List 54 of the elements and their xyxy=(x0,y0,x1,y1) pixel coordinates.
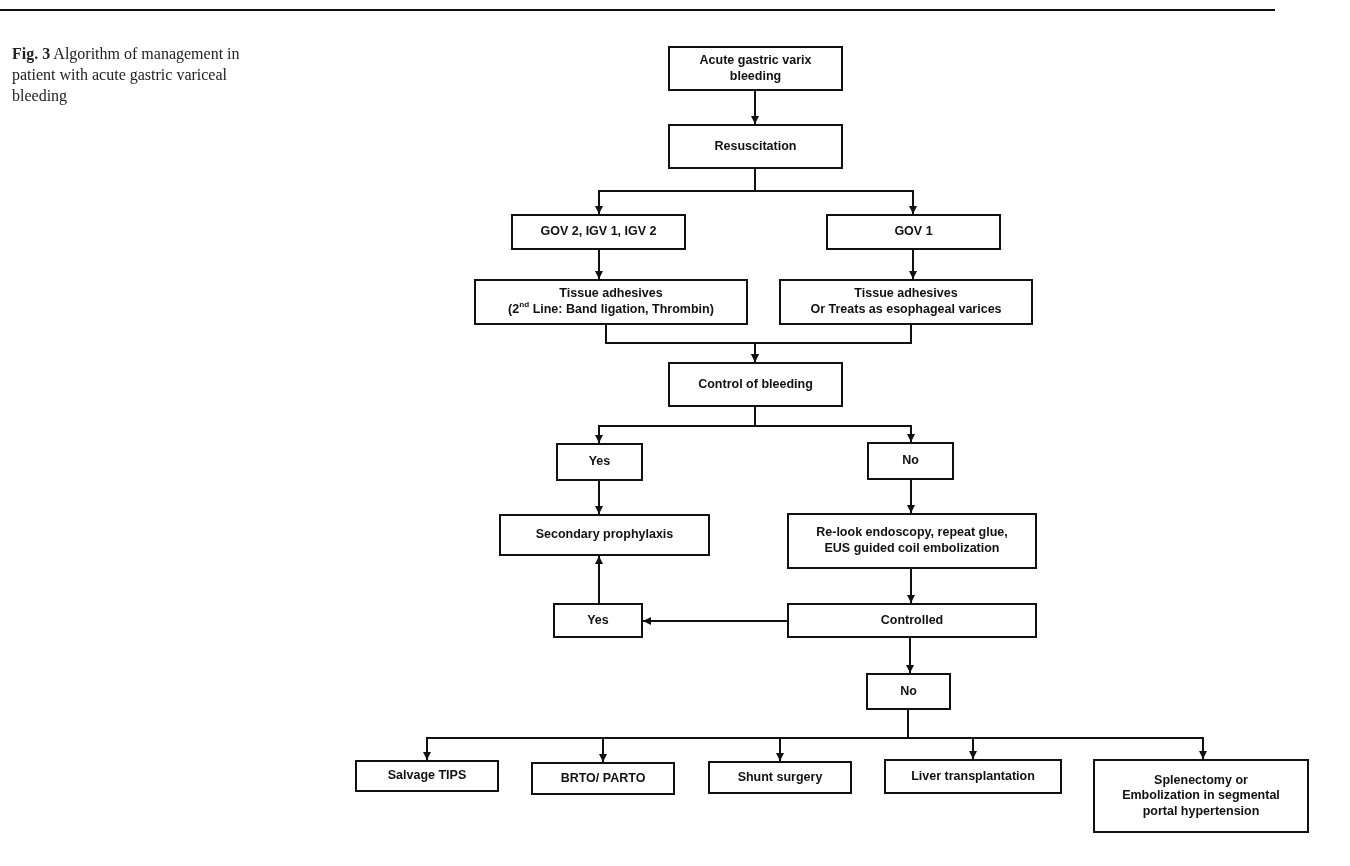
box-label: Controlled xyxy=(880,612,944,629)
process-box xyxy=(556,443,643,481)
box-label: Tissue adhesives xyxy=(559,286,663,302)
process-box xyxy=(884,759,1062,794)
box-label: No xyxy=(902,453,919,469)
process-box xyxy=(553,603,643,638)
box-label: GOV 1 xyxy=(894,224,933,240)
arrow xyxy=(906,637,914,674)
arrow xyxy=(754,406,915,443)
process-box xyxy=(1093,759,1309,833)
process-box xyxy=(668,362,843,407)
arrow xyxy=(595,555,603,604)
box-label: Or Treats as esophageal varices xyxy=(810,302,1002,318)
process-box xyxy=(866,673,951,710)
box-label: Tissue adhesives xyxy=(854,286,958,302)
process-box xyxy=(787,513,1037,569)
box-label: Splenectomy or Embolization in segmental portal hypertension xyxy=(1121,772,1281,820)
box-label: Acute gastric varix bleeding xyxy=(698,52,813,85)
box-label: Re-look endoscopy, repeat glue, EUS guided coil embolization xyxy=(815,525,1009,557)
process-box xyxy=(867,442,954,480)
process-box xyxy=(499,514,710,556)
arrow xyxy=(907,709,1207,760)
process-box xyxy=(779,279,1033,325)
arrow xyxy=(907,568,915,604)
arrow xyxy=(751,90,759,125)
process-box xyxy=(668,46,843,91)
process-box xyxy=(787,603,1037,638)
process-box xyxy=(826,214,1001,250)
arrow xyxy=(909,249,917,280)
process-box xyxy=(531,762,675,795)
process-box xyxy=(708,761,852,794)
process-box xyxy=(511,214,686,250)
arrow xyxy=(595,480,603,515)
box-label: Control of bleeding xyxy=(698,376,813,393)
box-label: GOV 2, IGV 1, IGV 2 xyxy=(540,224,657,240)
figure-caption: Fig. 3 Algorithm of management in patient with acute gastric variceal bleeding xyxy=(12,44,241,107)
arrow xyxy=(595,249,603,280)
arrow xyxy=(642,617,788,625)
box-label: Yes xyxy=(588,454,611,470)
arrow xyxy=(754,168,917,215)
process-box xyxy=(668,124,843,169)
box-label: Salvage TIPS xyxy=(387,768,467,784)
box-label: Shunt surgery xyxy=(737,769,823,786)
box-label: BRTO/ PARTO xyxy=(560,770,646,787)
box-label: (2$^{nd}$ Line: Band ligation, Thrombin) xyxy=(508,302,714,318)
arrow xyxy=(907,479,915,514)
box-label: Secondary prophylaxis xyxy=(535,527,674,543)
box-label: Liver transplantation xyxy=(911,768,1035,785)
arrow xyxy=(751,324,912,363)
process-box xyxy=(355,760,499,792)
box-label: No xyxy=(900,683,917,700)
process-box xyxy=(474,279,748,325)
box-label: Yes xyxy=(587,612,609,629)
box-label: Resuscitation xyxy=(714,138,797,155)
